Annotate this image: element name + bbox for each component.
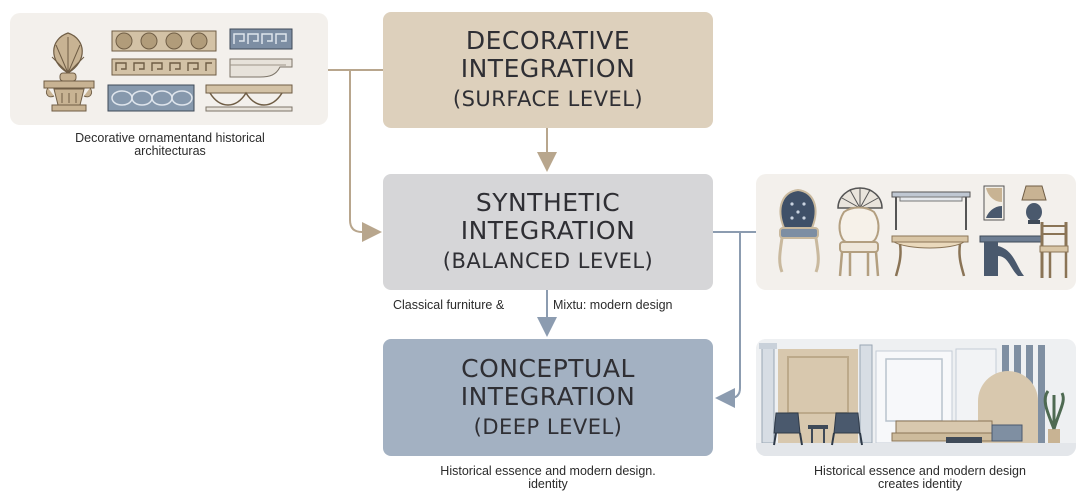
arrow-ornament-to-synthetic [349, 70, 382, 242]
side-chair-icon [838, 206, 880, 277]
dining-chair-icon [1039, 222, 1069, 278]
synthetic-integration-box: SYNTHETIC INTEGRATION (BALANCED LEVEL) [383, 174, 713, 290]
synthetic-title-line2: INTEGRATION [460, 216, 636, 245]
classical-interior-scene-icon [756, 339, 1076, 456]
ornament-caption: Decorative ornamentand historical archit… [30, 132, 310, 158]
conceptual-integration-box: CONCEPTUAL INTEGRATION (DEEP LEVEL) [383, 339, 713, 456]
mixture-modern-design-label: Mixtu: modern design [553, 298, 673, 312]
interior-panel [756, 339, 1076, 456]
greek-key-frieze-icon [111, 58, 217, 76]
egg-and-dart-frieze-icon [111, 30, 217, 52]
greek-key-frieze-icon [229, 28, 293, 50]
palmette-ornament-icon [51, 32, 85, 82]
decorative-title-line1: DECORATIVE [465, 26, 631, 55]
arrow-furniture-to-conceptual [715, 231, 756, 408]
interior-caption-line1: Historical essence and modern design [814, 464, 1026, 478]
deep-caption-line2: identity [528, 477, 568, 491]
synthetic-title-line1: SYNTHETIC [475, 188, 621, 217]
deep-level-caption: Historical essence and modern design. id… [383, 465, 713, 491]
conceptual-title-line2: INTEGRATION [460, 381, 636, 411]
ornament-caption-line2: architecturas [134, 144, 206, 158]
tufted-armchair-icon [778, 188, 820, 273]
interior-caption-line2: creates identity [877, 477, 963, 491]
ornament-panel [10, 13, 328, 125]
interior-caption: Historical essence and modern design cre… [770, 465, 1070, 491]
ornament-caption-line1: Decorative ornamentand historical [75, 131, 265, 145]
synthetic-level: (BALANCED LEVEL) [442, 249, 654, 273]
deep-caption-line1: Historical essence and modern design. [440, 464, 656, 478]
table-lamp-icon [1021, 185, 1047, 224]
conceptual-title-line1: CONCEPTUAL [461, 353, 635, 383]
console-table-icon [891, 191, 971, 230]
wall-art-icon [983, 185, 1005, 221]
capital-ornament-icon [43, 80, 95, 112]
conceptual-level: (DEEP LEVEL) [473, 414, 623, 439]
modern-desk-icon [979, 235, 1043, 276]
classical-furniture-label: Classical furniture & [393, 298, 505, 312]
decorative-title-line2: INTEGRATION [460, 54, 636, 83]
decorative-level: (SURFACE LEVEL) [452, 87, 644, 111]
decorative-integration-box: DECORATIVE INTEGRATION (SURFACE LEVEL) [383, 12, 713, 128]
classic-table-icon [891, 235, 969, 277]
swag-molding-icon [205, 84, 293, 112]
guilloche-frieze-icon [107, 84, 195, 112]
fan-window-icon [837, 187, 883, 209]
furniture-panel [756, 174, 1076, 290]
cornice-molding-icon [229, 58, 293, 78]
